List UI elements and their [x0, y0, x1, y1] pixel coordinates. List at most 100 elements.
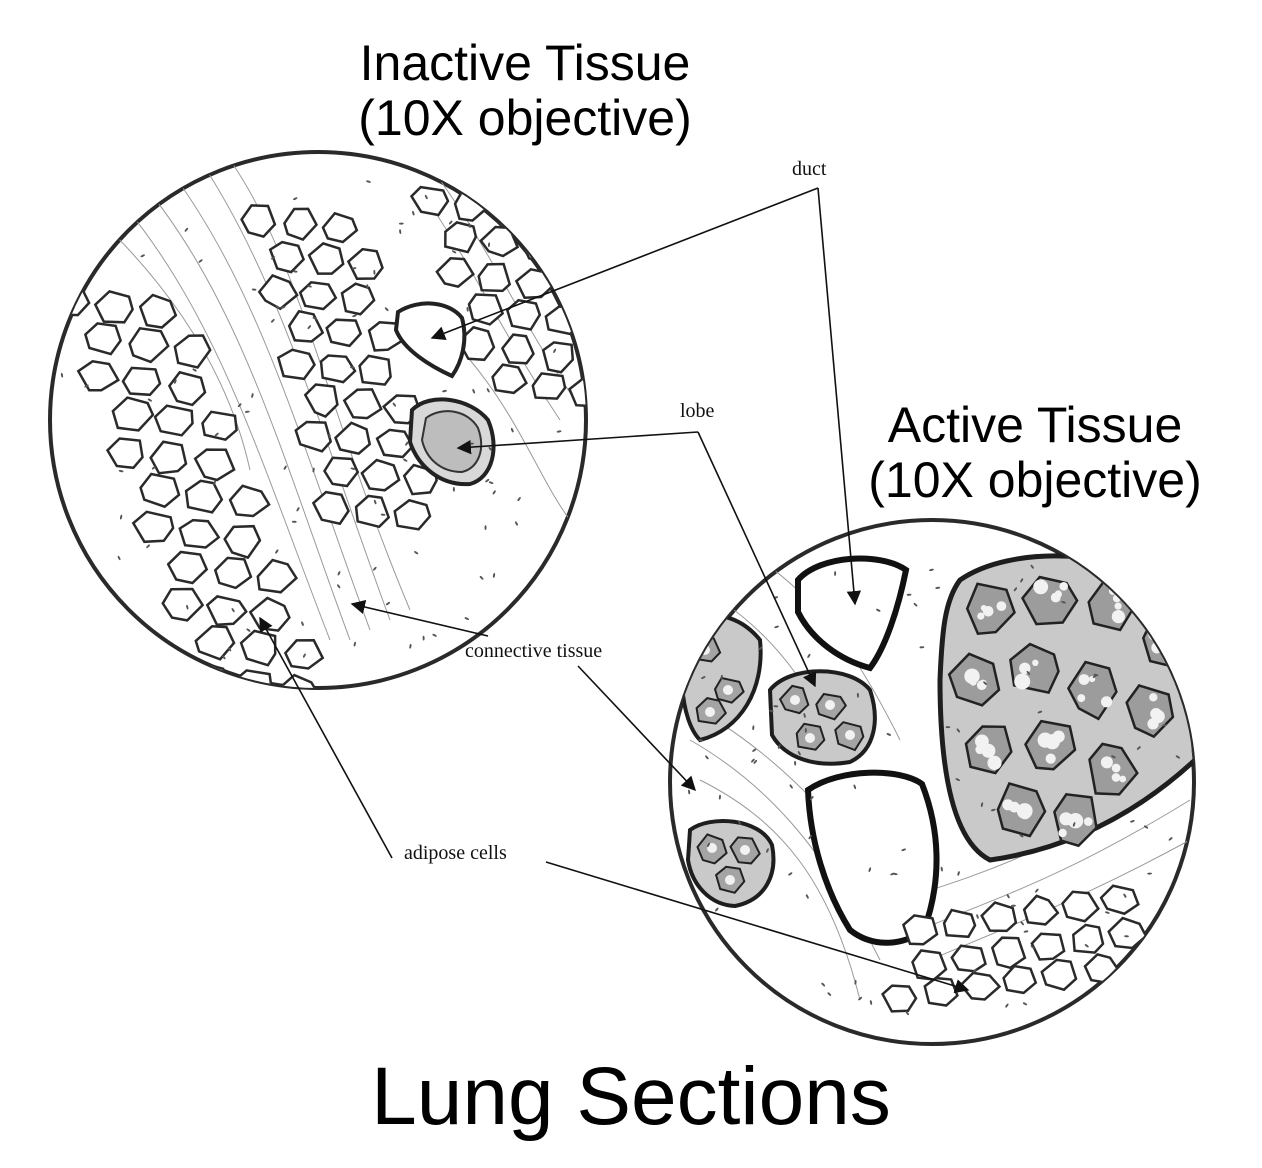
nucleus	[720, 674, 723, 680]
adipose-cell	[139, 472, 181, 509]
nucleus	[940, 866, 943, 872]
nucleus	[1130, 820, 1135, 823]
adipose-cell	[194, 625, 236, 661]
nucleus	[752, 748, 757, 752]
adipose-cell	[567, 375, 586, 408]
adipose-cell	[990, 936, 1027, 970]
nucleus	[906, 593, 912, 596]
nucleus	[803, 713, 806, 718]
adipose-cell	[294, 420, 333, 453]
nucleus	[973, 968, 977, 973]
nucleus	[701, 676, 706, 679]
adipose-cell	[268, 240, 306, 274]
nucleus	[773, 705, 779, 708]
adipose-cell	[205, 595, 248, 626]
adipose-cell	[191, 662, 229, 688]
nucleus	[213, 480, 216, 486]
adipose-cell	[942, 908, 977, 939]
nucleus	[1011, 904, 1016, 907]
nucleus	[424, 194, 428, 200]
nucleus	[752, 725, 755, 731]
nucleus	[805, 894, 809, 899]
adipose-cell	[393, 498, 432, 531]
nucleus	[980, 802, 984, 807]
connective-leader-inactive	[350, 599, 489, 637]
adipose-cell	[493, 194, 529, 230]
nucleus	[214, 432, 219, 437]
nucleus	[698, 739, 703, 742]
secretory-vacuole	[976, 680, 987, 691]
nucleus	[983, 681, 987, 686]
nucleus	[1147, 872, 1152, 875]
secretory-vacuole	[1016, 803, 1033, 819]
adipose-cell	[491, 363, 528, 395]
secretory-vacuole	[1149, 693, 1158, 702]
nucleus	[296, 507, 300, 512]
nucleus	[901, 848, 907, 852]
acinus-cluster	[947, 575, 1189, 848]
nucleus	[472, 388, 475, 394]
adipose-cell	[980, 901, 1018, 933]
nucleus	[788, 872, 793, 876]
adipose-cell	[257, 274, 299, 311]
nucleus	[868, 867, 872, 872]
nucleus	[794, 760, 797, 766]
nucleus	[409, 643, 412, 649]
nucleus	[808, 835, 812, 840]
nucleus	[1123, 893, 1127, 898]
secretory-vacuole	[705, 707, 715, 717]
nucleus	[777, 744, 781, 749]
nucleus	[380, 513, 386, 516]
nucleus	[237, 403, 242, 408]
nucleus	[283, 465, 287, 470]
secretory-vacuole	[969, 678, 977, 686]
adipose-cell	[1022, 894, 1060, 926]
acinus	[1141, 614, 1189, 668]
nucleus	[251, 288, 257, 291]
nucleus	[807, 653, 811, 659]
adipose-cell	[1071, 923, 1105, 954]
nucleus	[1020, 921, 1024, 926]
nucleus	[1104, 911, 1110, 914]
nucleus	[352, 314, 357, 318]
nucleus	[1026, 670, 1030, 675]
secretory-vacuole	[1119, 775, 1127, 783]
nucleus	[1168, 837, 1173, 841]
adipose-cell	[409, 185, 450, 217]
adipose-cell	[520, 231, 558, 263]
nucleus	[955, 778, 961, 781]
secretory-vacuole	[845, 730, 855, 740]
secretory-vacuole	[996, 601, 1007, 611]
adipose-cell	[950, 944, 987, 973]
nucleus	[956, 728, 960, 733]
adipose-cell	[240, 204, 277, 239]
nucleus	[515, 521, 518, 526]
nucleus	[827, 992, 832, 996]
nucleus	[753, 759, 757, 764]
nucleus	[337, 584, 341, 589]
nucleus	[328, 433, 331, 439]
adipose-cell	[233, 669, 274, 688]
adipose-cell	[76, 359, 120, 392]
nucleus	[715, 907, 719, 912]
adipose-cell	[541, 341, 575, 374]
nucleus	[976, 914, 979, 919]
nucleus	[1030, 564, 1034, 569]
nucleus	[307, 285, 312, 288]
adipose-cell	[201, 410, 238, 442]
secretory-vacuole	[725, 875, 735, 885]
adipose-cell	[342, 388, 383, 420]
inactive-title-line2: (10X objective)	[358, 90, 692, 146]
nucleus	[392, 402, 396, 407]
adipose-cell	[193, 448, 236, 482]
nucleus	[222, 655, 226, 660]
nucleus	[492, 490, 496, 495]
nucleus	[448, 220, 453, 225]
nucleus	[312, 317, 318, 320]
nucleus	[464, 617, 470, 620]
nucleus	[853, 784, 857, 790]
duct-shape	[795, 555, 910, 672]
adipose-cell	[83, 322, 122, 356]
adipose-cell	[1002, 964, 1038, 995]
nucleus	[271, 256, 276, 260]
